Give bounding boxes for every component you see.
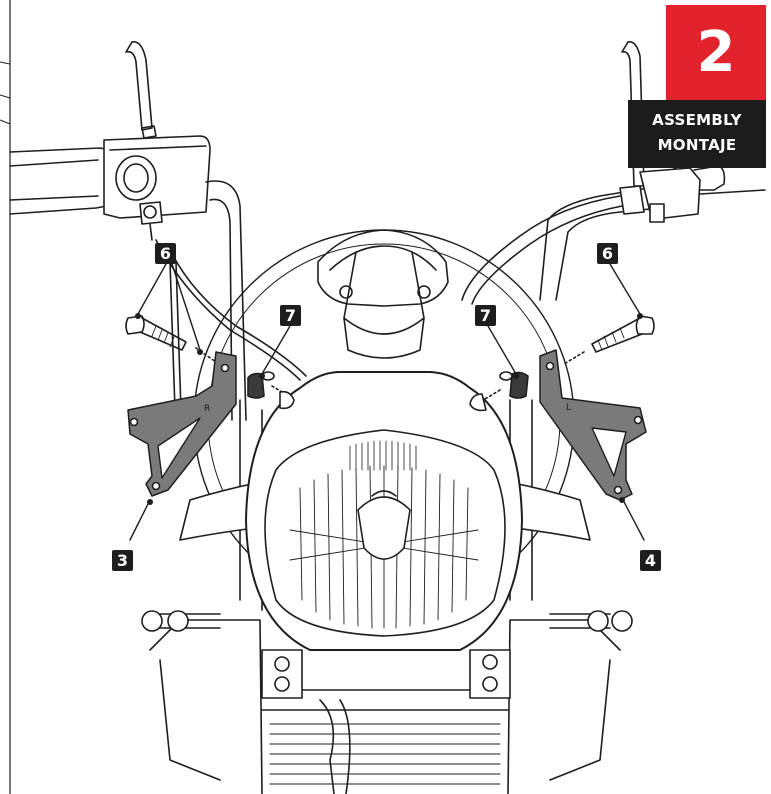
step-title-box: ASSEMBLY MONTAJE bbox=[628, 100, 766, 168]
radiator bbox=[149, 619, 621, 794]
bracket-right bbox=[539, 349, 647, 501]
headlight bbox=[245, 371, 523, 651]
callout-bracket-right: 4 bbox=[640, 550, 661, 571]
callout-spacer-right: 7 bbox=[475, 305, 496, 326]
step-title-es: MONTAJE bbox=[657, 136, 737, 154]
bolt-right bbox=[563, 315, 655, 365]
turn-signals bbox=[141, 610, 633, 632]
callout-bolt-right: 6 bbox=[597, 243, 618, 264]
bracket-left-mark: R bbox=[204, 404, 210, 414]
bracket-right-mark: L bbox=[566, 403, 571, 413]
callout-bolt-left: 6 bbox=[155, 243, 176, 264]
spacer-right bbox=[469, 371, 529, 412]
step-number-badge: 2 bbox=[666, 5, 766, 100]
headlight-cowl bbox=[193, 229, 575, 611]
leader-lines bbox=[129, 263, 645, 541]
handlebar-right bbox=[461, 159, 766, 305]
leader-dots bbox=[135, 313, 643, 505]
callout-bracket-left: 3 bbox=[112, 550, 133, 571]
spacer-left bbox=[247, 371, 295, 410]
step-title-en: ASSEMBLY bbox=[652, 111, 742, 129]
mirror-stem-left bbox=[125, 41, 157, 139]
callout-spacer-left: 7 bbox=[280, 305, 301, 326]
bracket-left bbox=[127, 351, 237, 497]
handlebar-left bbox=[9, 135, 247, 421]
bolt-left bbox=[125, 315, 217, 363]
